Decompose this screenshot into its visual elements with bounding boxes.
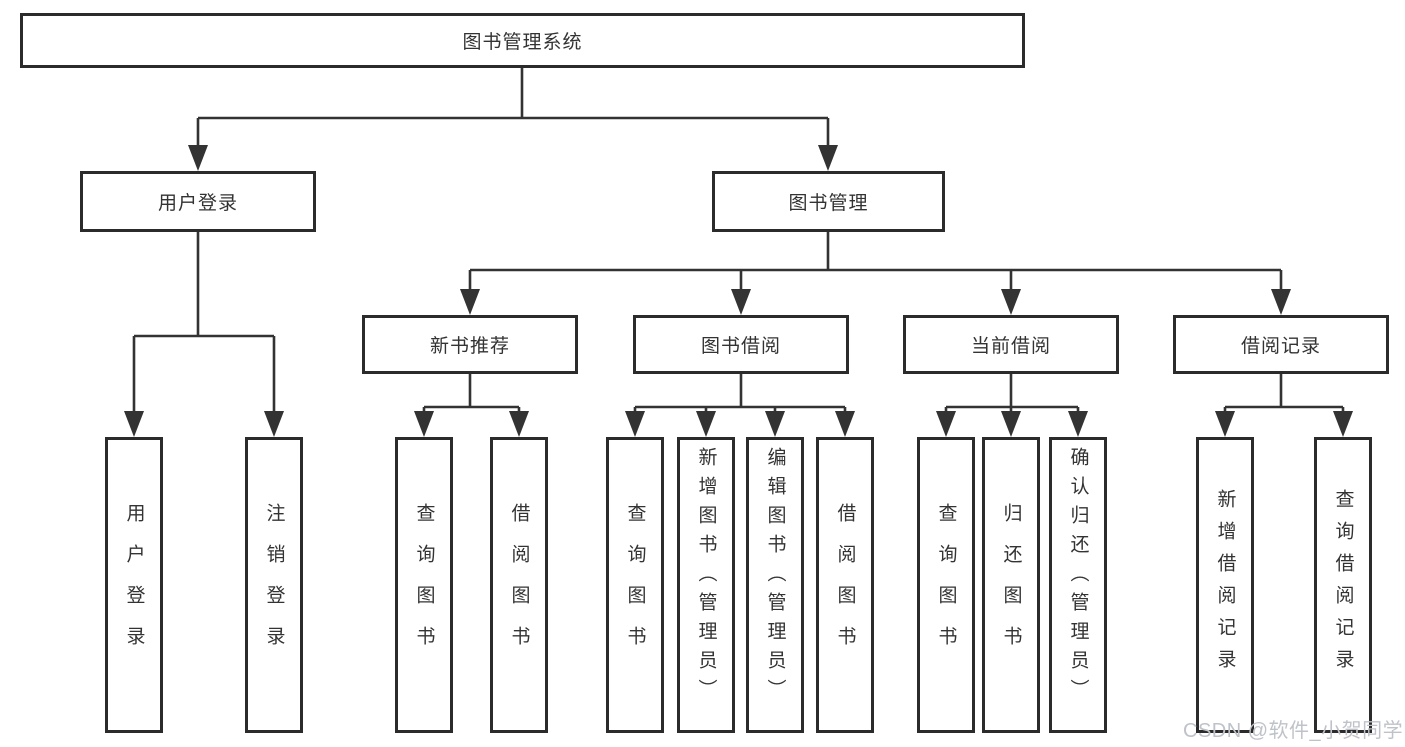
node-book-management: 图书管理	[712, 171, 945, 232]
leaf-user-login: 用户登录	[105, 437, 163, 733]
leaf-add-book-admin: 新增图书（管理员）	[677, 437, 735, 733]
leaf-query-book-recommend: 查询图书	[395, 437, 453, 733]
leaf-query-book-current: 查询图书	[917, 437, 975, 733]
leaf-borrow-book-recommend: 借阅图书	[490, 437, 548, 733]
node-book-borrowing: 图书借阅	[633, 315, 849, 374]
node-book-borrowing-label: 图书借阅	[700, 336, 781, 357]
leaf-add-borrow-record: 新增借阅记录	[1196, 437, 1254, 733]
node-book-management-label: 图书管理	[788, 193, 869, 214]
node-current-borrowing: 当前借阅	[903, 315, 1119, 374]
node-current-borrowing-label: 当前借阅	[970, 336, 1051, 357]
node-system-root: 图书管理系统	[20, 13, 1025, 68]
leaf-borrow-book: 借阅图书	[816, 437, 874, 733]
node-system-root-label: 图书管理系统	[462, 32, 583, 53]
watermark: CSDN @软件_小贺同学	[1183, 720, 1404, 742]
node-borrow-records: 借阅记录	[1173, 315, 1389, 374]
node-borrow-records-label: 借阅记录	[1240, 336, 1321, 357]
leaf-edit-book-admin: 编辑图书（管理员）	[746, 437, 804, 733]
leaf-return-book: 归还图书	[982, 437, 1040, 733]
leaf-query-book-borrowing: 查询图书	[606, 437, 664, 733]
leaf-confirm-return-admin: 确认归还（管理员）	[1049, 437, 1107, 733]
leaf-query-borrow-record: 查询借阅记录	[1314, 437, 1372, 733]
node-user-login: 用户登录	[80, 171, 316, 232]
leaf-logout: 注销登录	[245, 437, 303, 733]
node-new-book-recommend-label: 新书推荐	[429, 336, 510, 357]
node-user-login-label: 用户登录	[157, 193, 238, 214]
node-new-book-recommend: 新书推荐	[362, 315, 578, 374]
